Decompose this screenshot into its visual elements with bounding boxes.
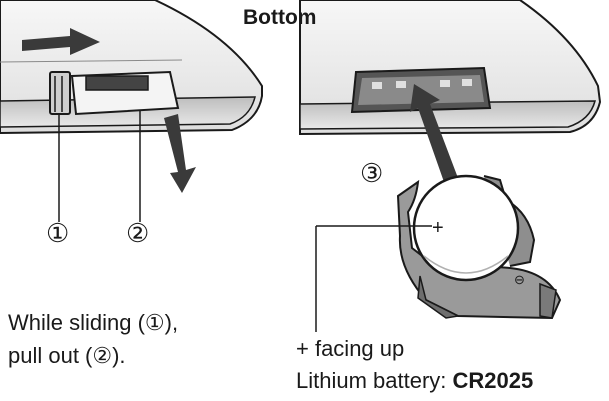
holder-minus-mark: ⊖: [514, 272, 525, 287]
instruction-line-2: pull out (②).: [8, 343, 126, 368]
callout-1: ①: [46, 218, 70, 248]
callout-2: ②: [126, 218, 150, 248]
insert-arrow: [410, 84, 458, 182]
instruction-line-1: While sliding (①),: [8, 310, 179, 335]
instruction-text: While sliding (①), pull out (②).: [8, 306, 178, 372]
slide-direction-arrow: [22, 28, 100, 55]
battery-spec: Lithium battery: CR2025: [296, 368, 533, 394]
right-remote-body: [299, 0, 602, 136]
coin-cell: [412, 174, 520, 282]
battery-model: CR2025: [452, 368, 534, 393]
callout-lines-left: [58, 110, 141, 222]
left-remote-body: [0, 0, 263, 135]
pull-out-arrow: [164, 114, 196, 193]
cell-plus-mark: +: [432, 217, 444, 239]
diagram-title: Bottom: [243, 6, 317, 29]
facing-callout-line: [315, 225, 432, 332]
callout-3: ③: [360, 158, 384, 188]
facing-up-note: + facing up: [296, 336, 405, 361]
release-tab: [49, 71, 71, 115]
battery-spec-label: Lithium battery:: [296, 368, 453, 393]
battery-holder-pulled: [70, 70, 180, 116]
